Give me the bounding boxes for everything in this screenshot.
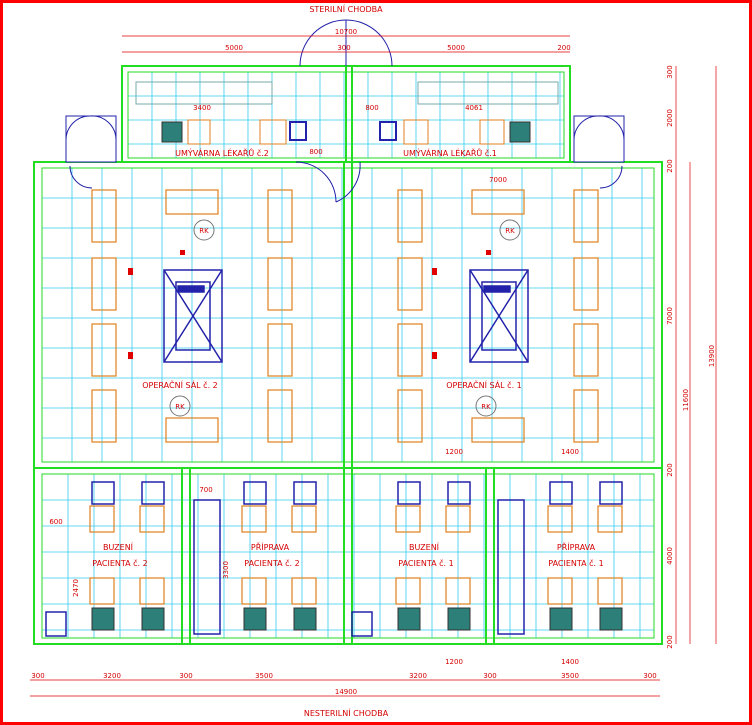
dim-b-300-b: 300	[179, 672, 192, 680]
dim-wash-left: 3400	[193, 104, 211, 112]
dim-r-200-b: 200	[666, 463, 674, 476]
corridor-bottom: NESTERILNÍ CHODBA	[304, 707, 389, 718]
dim-top-mid: 300	[337, 44, 350, 52]
dim-prep-3300: 3300	[222, 561, 230, 579]
tile-grid	[41, 71, 654, 638]
rk-label: RK	[199, 227, 209, 235]
dim-bottom-1200: 1200	[445, 658, 463, 666]
dim-b-300-d: 300	[643, 672, 656, 680]
dim-prep-700: 700	[199, 486, 212, 494]
room-washroom-2: UMÝVÁRNA LÉKAŘŮ č.2	[175, 147, 269, 158]
room-wake-2-line1: BUZENÍ	[103, 541, 134, 552]
dim-b-3500-a: 3500	[255, 672, 273, 680]
dim-wash-right-small: 800	[365, 104, 378, 112]
dim-bottom-1200-top: 1200	[445, 448, 463, 456]
dim-wake-2470: 2470	[72, 579, 80, 597]
rk-label: RK	[481, 403, 491, 411]
dim-r-200-a: 200	[666, 159, 674, 172]
dim-bottom-1400-top: 1400	[561, 448, 579, 456]
walls	[33, 65, 663, 645]
dim-r-13900: 13900	[708, 345, 716, 367]
bottom-room-furniture	[45, 481, 623, 637]
operating-tables	[163, 269, 529, 363]
dimension-lines	[30, 35, 717, 697]
rk-label: RK	[505, 227, 515, 235]
dim-or-width: 7000	[489, 176, 507, 184]
room-prep-1-line1: PŘÍPRAVA	[557, 541, 596, 552]
dim-b-3200-b: 3200	[409, 672, 427, 680]
dim-r-4000: 4000	[666, 547, 674, 565]
room-washroom-1: UMÝVÁRNA LÉKAŘŮ č.1	[403, 147, 497, 158]
room-prep-2-line2: PACIENTA č. 2	[244, 558, 299, 568]
rk-units	[169, 219, 521, 417]
corridor-top: STERILNÍ CHODBA	[309, 3, 383, 14]
dim-top-right-end: 200	[557, 44, 570, 52]
dim-r-2000: 2000	[666, 109, 674, 127]
room-prep-2-line1: PŘÍPRAVA	[251, 541, 290, 552]
room-or-2: OPERAČNÍ SÁL č. 2	[142, 379, 218, 390]
dim-wake-600: 600	[49, 518, 62, 526]
dim-b-total: 14900	[335, 688, 357, 696]
dim-r-300: 300	[666, 65, 674, 78]
room-wake-2-line2: PACIENTA č. 2	[92, 558, 147, 568]
dim-top-left: 5000	[225, 44, 243, 52]
dim-door-top: 800	[309, 148, 322, 156]
dim-b-3500-b: 3500	[561, 672, 579, 680]
dim-r-200-c: 200	[666, 635, 674, 648]
dim-b-300-a: 300	[31, 672, 44, 680]
or-furniture	[91, 189, 599, 443]
dim-wash-right: 4061	[465, 104, 483, 112]
rk-label: RK	[175, 403, 185, 411]
dim-r-11600: 11600	[682, 389, 690, 411]
room-prep-1-line2: PACIENTA č. 1	[548, 558, 603, 568]
dim-bottom-1400: 1400	[561, 658, 579, 666]
double-door-top	[65, 19, 625, 203]
dim-b-300-c: 300	[483, 672, 496, 680]
room-or-1: OPERAČNÍ SÁL č. 1	[446, 379, 522, 390]
dim-or-height: 7000	[666, 307, 674, 325]
dim-top-right: 5000	[447, 44, 465, 52]
washroom-fixtures	[135, 81, 559, 145]
red-markers	[128, 250, 491, 359]
room-wake-1-line2: PACIENTA č. 1	[398, 558, 453, 568]
room-wake-1-line1: BUZENÍ	[409, 541, 440, 552]
dim-top-total: 10700	[335, 28, 357, 36]
dim-b-3200-a: 3200	[103, 672, 121, 680]
